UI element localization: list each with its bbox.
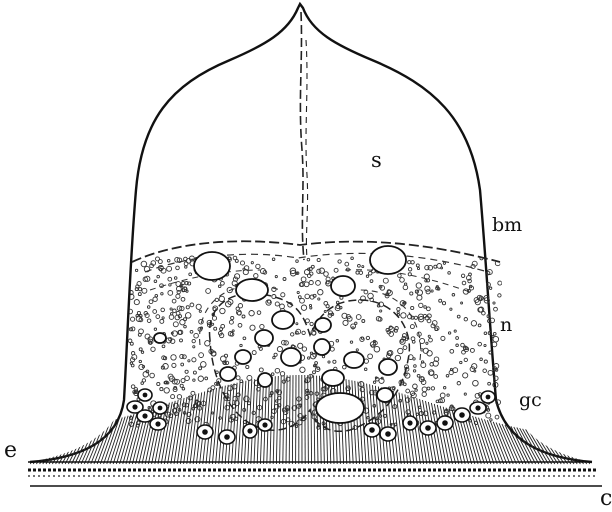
label-n: n bbox=[500, 316, 512, 335]
label-e: e bbox=[4, 440, 17, 462]
basal-fiber-striations bbox=[30, 375, 590, 464]
label-c: c bbox=[600, 488, 612, 510]
label-bm: bm bbox=[492, 216, 522, 235]
label-s: s bbox=[371, 150, 382, 171]
central-dashed-line bbox=[300, 12, 304, 260]
label-gc: gc bbox=[519, 391, 542, 410]
